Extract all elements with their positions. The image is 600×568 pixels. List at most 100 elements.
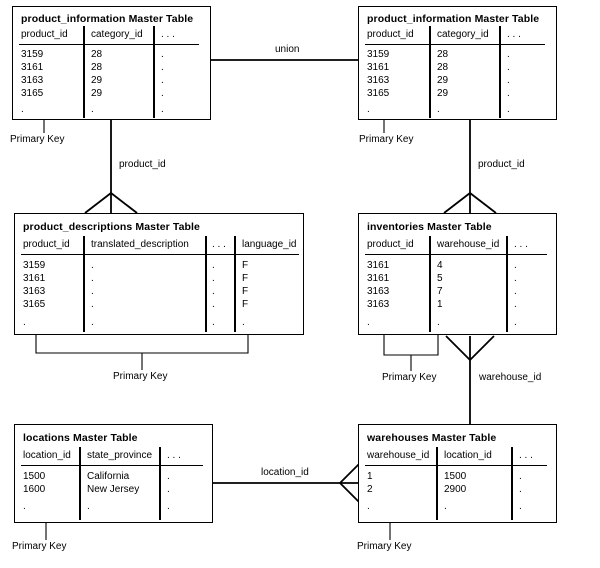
cell: . <box>161 49 164 60</box>
cell: 3163 <box>21 75 44 86</box>
pk-bracket-path <box>383 335 439 356</box>
relationship-warehouse-id <box>445 335 495 424</box>
cell: . <box>161 88 164 99</box>
cell: 3161 <box>367 62 390 73</box>
table-product-information-right[interactable]: product_information Master Table product… <box>358 6 557 120</box>
cell: . <box>161 75 164 86</box>
cell: . <box>21 104 24 115</box>
cell: 28 <box>91 49 103 60</box>
crowsfoot-wh-prong-a <box>445 335 471 361</box>
table-title: inventories Master Table <box>367 221 492 233</box>
cell: 3161 <box>367 273 390 284</box>
cell: 1 <box>367 471 373 482</box>
table-title: product_descriptions Master Table <box>23 221 200 233</box>
header-rule <box>21 254 299 256</box>
column-header-ellipsis: . . . <box>507 29 521 40</box>
cell: 3165 <box>21 88 44 99</box>
cell: . <box>367 501 370 512</box>
cell: 3165 <box>367 88 390 99</box>
cell: . <box>367 317 370 328</box>
column-header-state-province: state_province <box>87 450 153 461</box>
cell: 3163 <box>367 286 390 297</box>
cell: . <box>507 62 510 73</box>
column-header-translated-description: translated_description <box>91 239 189 250</box>
cell: 3159 <box>367 49 390 60</box>
column-header-ellipsis: . . . <box>161 29 175 40</box>
cell: . <box>514 317 517 328</box>
cell: . <box>507 104 510 115</box>
table-product-information-left[interactable]: product_information Master Table product… <box>12 6 211 120</box>
column-header-warehouse-id: warehouse_id <box>437 239 500 250</box>
edge-label-union: union <box>273 44 302 55</box>
cell: . <box>167 484 170 495</box>
cell: 28 <box>437 49 449 60</box>
table-locations[interactable]: locations Master Table location_id state… <box>14 424 213 523</box>
column-header-ellipsis: . . . <box>167 450 181 461</box>
column-divider-2 <box>159 447 161 520</box>
header-rule <box>365 254 547 256</box>
column-header-product-id: product_id <box>367 29 414 40</box>
crowsfoot-left-prong-a <box>84 192 112 214</box>
cell: . <box>519 501 522 512</box>
cell: . <box>91 104 94 115</box>
crowsfoot-loc-prong-a <box>339 462 361 484</box>
cell: . <box>167 471 170 482</box>
cell: . <box>91 317 94 328</box>
cell: 1 <box>437 299 443 310</box>
cell: 3163 <box>23 286 46 297</box>
cell: . <box>514 260 517 271</box>
pk-label-product-descriptions: Primary Key <box>113 371 168 382</box>
pk-label-product-information-right: Primary Key <box>359 134 414 145</box>
cell: 1500 <box>444 471 467 482</box>
column-header-location-id: location_id <box>444 450 492 461</box>
cell: 28 <box>437 62 449 73</box>
cell: 3163 <box>367 75 390 86</box>
column-divider-3 <box>234 236 236 332</box>
crowsfoot-left-prong-b <box>110 192 138 214</box>
column-header-ellipsis: . . . <box>519 450 533 461</box>
cell: . <box>514 299 517 310</box>
cell: 3163 <box>367 299 390 310</box>
column-header-warehouse-id: warehouse_id <box>367 450 430 461</box>
cell: F <box>242 273 249 284</box>
column-divider-1 <box>83 236 85 332</box>
table-title: product_information Master Table <box>21 13 194 25</box>
table-warehouses[interactable]: warehouses Master Table warehouse_id loc… <box>358 424 557 523</box>
edge-label-product-id-left: product_id <box>117 159 168 170</box>
column-header-location-id: location_id <box>23 450 71 461</box>
table-product-descriptions[interactable]: product_descriptions Master Table produc… <box>14 213 304 335</box>
column-divider-1 <box>436 447 438 520</box>
cell: . <box>161 104 164 115</box>
column-divider-1 <box>79 447 81 520</box>
pk-label-inventories: Primary Key <box>382 372 437 383</box>
header-rule <box>365 44 545 46</box>
cell: . <box>212 317 215 328</box>
cell: 2900 <box>444 484 467 495</box>
column-header-product-id: product_id <box>367 239 414 250</box>
cell: 3161 <box>367 260 390 271</box>
column-divider-2 <box>205 236 207 332</box>
cell: 28 <box>91 62 103 73</box>
pk-bracket-product-descriptions <box>35 335 249 370</box>
header-rule <box>19 44 199 46</box>
crowsfoot-loc-prong-b <box>339 482 361 504</box>
cell: California <box>87 471 130 482</box>
column-header-language-id: language_id <box>242 239 297 250</box>
cell: F <box>242 286 249 297</box>
cell: 29 <box>437 75 449 86</box>
table-title: product_information Master Table <box>367 13 540 25</box>
crowsfoot-wh-prong-b <box>469 335 495 361</box>
cell: 3159 <box>21 49 44 60</box>
column-header-category-id: category_id <box>437 29 489 40</box>
column-divider-2 <box>506 236 508 332</box>
cell: 29 <box>91 88 103 99</box>
pk-bracket-path <box>35 335 249 354</box>
cell: 1500 <box>23 471 46 482</box>
table-inventories[interactable]: inventories Master Table product_id ware… <box>358 213 557 335</box>
table-title: warehouses Master Table <box>367 432 497 444</box>
cell: 29 <box>91 75 103 86</box>
cell: . <box>23 501 26 512</box>
cell: . <box>161 62 164 73</box>
relationship-product-id-left <box>84 120 138 214</box>
table-title: locations Master Table <box>23 432 138 444</box>
